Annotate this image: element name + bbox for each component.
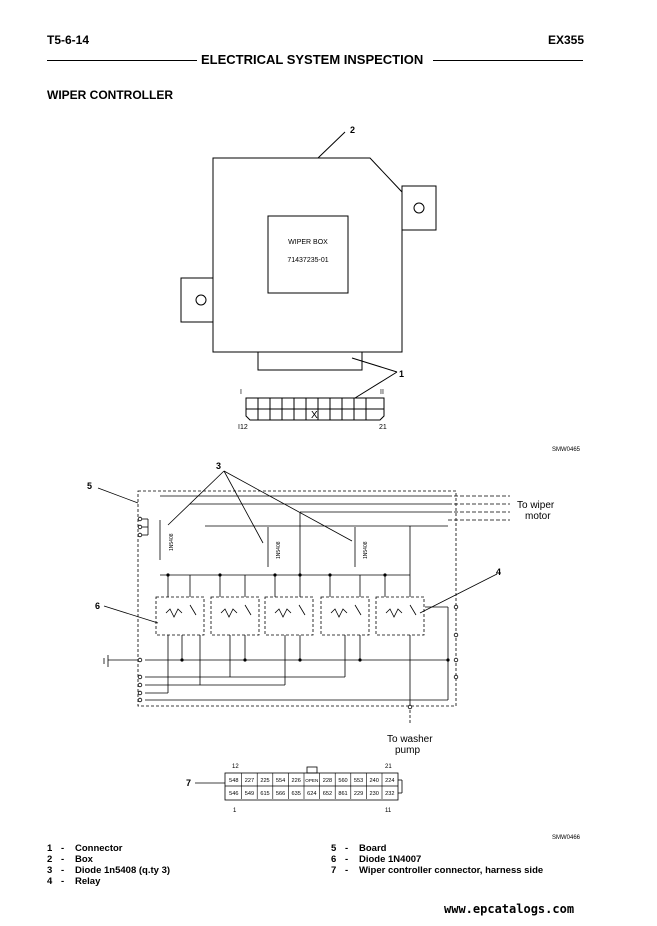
connector-cell-label: 546 bbox=[229, 791, 238, 797]
connector-cell-label: 232 bbox=[385, 791, 394, 797]
callout-3: 3 bbox=[216, 461, 221, 471]
legend-item: 4-Relay bbox=[47, 876, 101, 887]
legend-right: 5-Board 6-Diode 1N4007 7-Wiper controlle… bbox=[331, 843, 543, 876]
connector-cell-label: 229 bbox=[354, 791, 363, 797]
connector-cell-label: 615 bbox=[260, 791, 269, 797]
legend-item: 5-Board bbox=[331, 843, 387, 854]
diode-label-1: 1N5408 bbox=[169, 533, 175, 551]
page-subtitle: WIPER CONTROLLER bbox=[47, 88, 173, 102]
connector-cell-label: 566 bbox=[276, 791, 285, 797]
box-label-line1: WIPER BOX bbox=[288, 239, 328, 246]
wiper-motor-label-1: To wiper bbox=[517, 500, 555, 511]
connector-cell-label: 227 bbox=[245, 778, 254, 784]
connector-cell-label: 635 bbox=[292, 791, 301, 797]
connector-cell-label: OPEN bbox=[305, 778, 318, 783]
wiper-box-figure: WIPER BOX 71437235-01 2 1 I II I12 21 X … bbox=[180, 125, 581, 453]
legend-item: 6-Diode 1N4007 bbox=[331, 854, 422, 865]
watermark-link[interactable]: www.epcatalogs.com bbox=[444, 902, 575, 916]
connector-cell-label: 553 bbox=[354, 778, 363, 784]
legend-item: 3-Diode 1n5408 (q.ty 3) bbox=[47, 865, 171, 876]
connector-cell-label: 240 bbox=[370, 778, 379, 784]
connector-cell-label: 548 bbox=[229, 778, 238, 784]
pin-bottom-left: I12 bbox=[238, 424, 248, 431]
model-code: EX355 bbox=[548, 33, 585, 47]
connector-num-bottom-right: 11 bbox=[385, 808, 392, 814]
callout-2: 2 bbox=[350, 125, 355, 135]
connector-cell-label: 228 bbox=[323, 778, 332, 784]
page-code: T5-6-14 bbox=[47, 33, 90, 47]
wiring-schematic: 1N5408 1N5408 1N5408 5 3 6 4 To wiper mo… bbox=[87, 461, 581, 841]
box-label-line2: 71437235-01 bbox=[287, 257, 328, 264]
connector-cell-label: 549 bbox=[245, 791, 254, 797]
figure1-ref: SMW0465 bbox=[552, 447, 581, 453]
callout-1: 1 bbox=[399, 369, 404, 379]
connector-cell-label: 861 bbox=[338, 791, 347, 797]
connector-num-bottom-left: 1 bbox=[233, 808, 237, 814]
callout-4: 4 bbox=[496, 567, 501, 577]
callout-5: 5 bbox=[87, 481, 92, 491]
callout-7: 7 bbox=[186, 778, 191, 788]
pin-marked: X bbox=[311, 410, 318, 421]
connector-cell-label: 225 bbox=[260, 778, 269, 784]
legend-left: 1-Connector 2-Box 3-Diode 1n5408 (q.ty 3… bbox=[47, 843, 170, 887]
connector-cell-label: 652 bbox=[323, 791, 332, 797]
legend-item: 2-Box bbox=[47, 854, 93, 865]
wiper-motor-label-2: motor bbox=[525, 511, 551, 522]
connector-cell-label: 230 bbox=[370, 791, 379, 797]
pin-bottom-right: 21 bbox=[379, 424, 387, 431]
header-rule-left bbox=[47, 60, 197, 61]
connector-cell-label: 624 bbox=[307, 791, 316, 797]
connector-cell-label: 226 bbox=[292, 778, 301, 784]
pin-top-left: I bbox=[240, 389, 242, 396]
connector-cells: 548 227 225 554 226 OPEN 228 560 553 240 224 546 549… bbox=[229, 773, 394, 799]
connector-cell-label: 224 bbox=[385, 778, 394, 784]
section-title: ELECTRICAL SYSTEM INSPECTION bbox=[201, 52, 424, 67]
legend-item: 7-Wiper controller connector, harness si… bbox=[331, 865, 544, 876]
connector-num-top-left: 12 bbox=[232, 764, 239, 770]
pin-top-right: II bbox=[380, 389, 384, 396]
connector-cell-label: 560 bbox=[338, 778, 347, 784]
diode-label-3: 1N5408 bbox=[363, 541, 369, 559]
callout-6: 6 bbox=[95, 601, 100, 611]
washer-pump-label-1: To washer bbox=[387, 734, 433, 745]
diode-label-2: 1N5408 bbox=[276, 541, 282, 559]
legend-item: 1-Connector bbox=[47, 843, 123, 854]
figure2-ref: SMW0466 bbox=[552, 835, 581, 841]
connector-num-top-right: 21 bbox=[385, 764, 392, 770]
washer-pump-label-2: pump bbox=[395, 745, 420, 756]
header-rule-right bbox=[433, 60, 583, 61]
connector-cell-label: 554 bbox=[276, 778, 285, 784]
